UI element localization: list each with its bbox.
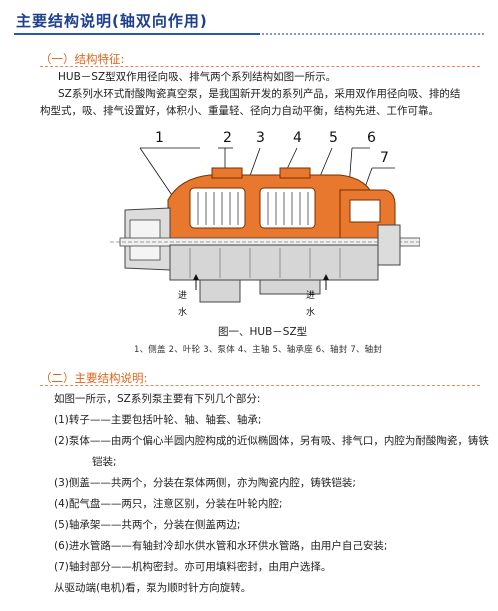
list-item: (4)配气盘——两只，注意区别，分装在叶轮内腔; (54, 498, 283, 510)
section2-heading: （二）主要结构说明: (40, 371, 148, 385)
list-item-continuation: 铠装; (92, 456, 117, 468)
page-title: 主要结构说明(轴双向作用) (16, 12, 208, 30)
section1-rule (40, 66, 480, 67)
pump-lower-body (169, 244, 379, 281)
list-item: (6)进水管路——有轴封冷却水供水管和水环供水管路，由用户自己安装; (54, 540, 388, 552)
inlet-right-char1: 进 (306, 290, 315, 301)
list-item: (7)轴封部分——机构密封。亦可用填料密封，由用户选择。 (54, 561, 332, 573)
part-number-2: 2 (223, 130, 232, 146)
part-number-5: 5 (329, 130, 338, 146)
part-number-4: 4 (293, 130, 302, 146)
section1-line3: 构型式，吸、排气设置好，体积小、重量轻、径向力自动平衡，结构先进、工作可靠。 (40, 105, 439, 117)
section2-footer: 从驱动端(电机)看，泵为顺时针方向旋转。 (54, 582, 252, 594)
list-item: (5)轴承架——共两个，分装在侧盖两边; (54, 519, 241, 531)
title-dotted-rule (262, 33, 484, 35)
list-item: (1)转子——主要包括叶轮、轴、轴套、轴承; (54, 414, 262, 426)
list-item: (2)泵体——由两个偏心半圆内腔构成的近似椭圆体，另有吸、排气口，内腔为耐酸陶瓷… (54, 435, 489, 447)
inlet-left-char2: 水 (178, 306, 187, 318)
section1-heading: （一）结构特征: (40, 52, 125, 66)
part-number-7: 7 (380, 150, 389, 166)
figure-caption: 图一、HUB－SZ型 (218, 326, 308, 338)
part-number-6: 6 (367, 130, 376, 146)
figure-legend: 1、侧盖 2、叶轮 3、泵体 4、主轴 5、轴承座 6、轴封 7、轴封 (134, 345, 383, 355)
section1-line1: HUB－SZ型双作用径向吸、排气两个系列结构如图一所示。 (58, 71, 337, 83)
part-number-3: 3 (256, 130, 265, 146)
section2-intro: 如图一所示，SZ系列泵主要有下列几个部分: (54, 393, 261, 405)
pump-cross-section-diagram: 1 2 3 4 5 6 7 (110, 130, 420, 318)
section2-rule (40, 385, 480, 386)
inlet-right-char2: 水 (306, 306, 315, 318)
list-item: (3)侧盖——共两个，分装在泵体两侧，亦为陶瓷内腔，铸铁铠装; (54, 477, 356, 489)
title-underline (14, 33, 260, 35)
part-number-1: 1 (155, 130, 164, 146)
inlet-left-char1: 进 (178, 290, 187, 301)
section1-line2: SZ系列水环式耐酸陶瓷真空泵，是我国新开发的系列产品，采用双作用径向吸、排的结 (58, 88, 461, 100)
